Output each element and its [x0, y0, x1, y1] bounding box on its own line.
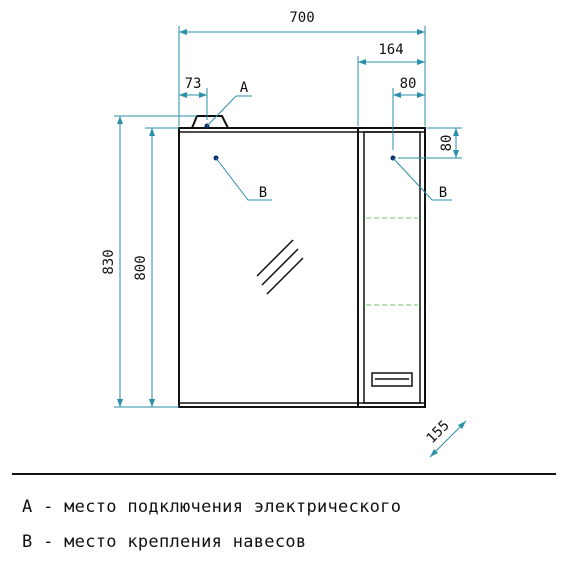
dim-left-offset: 73	[185, 76, 202, 92]
shelves	[366, 217, 418, 306]
dim-depth: 155	[424, 418, 453, 447]
arrowheads	[117, 29, 466, 457]
leader-lines	[206, 95, 452, 201]
dim-cabinet-height: 800	[133, 255, 149, 280]
legend-a: А - место подключения электрического	[22, 497, 402, 517]
leader-b-right	[392, 157, 452, 201]
leader-b-left	[215, 157, 272, 201]
cabinet-body	[178, 127, 426, 408]
dim-hole-offset: 80	[439, 135, 455, 152]
dim-right-offset: 80	[400, 76, 417, 92]
dim-overall-width: 700	[289, 10, 314, 26]
lamp-fixture	[191, 115, 229, 129]
drawer-handle-icon	[371, 372, 413, 387]
dim-right-section-width: 164	[378, 42, 403, 58]
dim-overall-height: 830	[101, 249, 117, 274]
marker-b-right: B	[439, 185, 447, 201]
leader-a	[206, 95, 252, 127]
marker-b-left: B	[259, 185, 267, 201]
marker-a: A	[240, 80, 249, 96]
shelf-section	[363, 131, 421, 404]
mirror-glare-icon	[256, 239, 304, 295]
cabinet-outline	[178, 115, 426, 408]
legend-b: В - место крепления навесов	[22, 532, 307, 552]
